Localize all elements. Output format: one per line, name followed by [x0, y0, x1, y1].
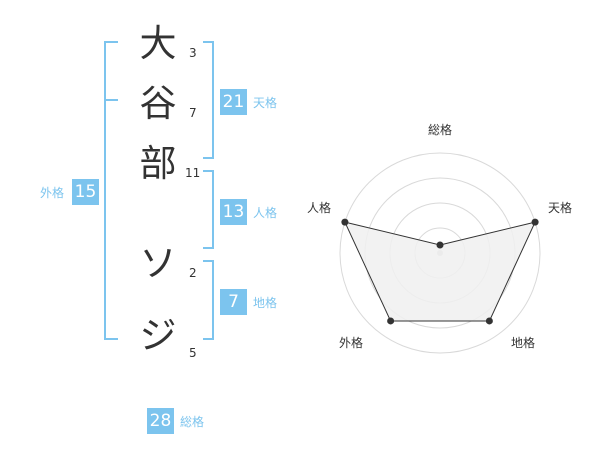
name-char-4: ソ [139, 242, 177, 285]
chikaku-badge: 7 [220, 289, 247, 315]
name-char-2: 谷 [139, 82, 177, 125]
radar-point-4 [387, 317, 395, 325]
tenkaku-badge: 21 [220, 89, 247, 115]
jinkaku-bracket [203, 170, 214, 249]
jinkaku-badge: 13 [220, 199, 247, 225]
name-char-5: ジ [139, 314, 177, 357]
axis-label-soukaku: 総格 [428, 123, 453, 137]
name-char-3: 部 [139, 142, 177, 185]
stroke-count-3: 11 [185, 166, 201, 180]
chikaku-bracket [203, 260, 214, 340]
radar-point-2 [531, 218, 539, 226]
stroke-count-1: 3 [189, 46, 197, 60]
radar-ring-4 [339, 152, 541, 354]
radar-point-5 [341, 218, 349, 226]
radar-point-1 [436, 241, 444, 249]
soukaku-label: 総格 [180, 415, 205, 429]
name-char-1: 大 [139, 22, 177, 65]
axis-label-chikaku: 地格 [511, 336, 536, 350]
axis-label-jinkaku: 人格 [307, 201, 332, 215]
tenkaku-label: 天格 [253, 96, 278, 110]
gaikaku-label: 外格 [40, 186, 65, 200]
gaikaku-badge: 15 [72, 179, 99, 205]
axis-label-gaikaku: 外格 [339, 336, 364, 350]
soukaku-badge: 28 [147, 408, 174, 434]
jinkaku-label: 人格 [253, 206, 278, 220]
tenkaku-bracket [203, 41, 214, 159]
chikaku-label: 地格 [253, 296, 278, 310]
radar-point-3 [485, 317, 493, 325]
radar-series-polygon [344, 221, 536, 322]
axis-label-tenkaku: 天格 [548, 201, 573, 215]
stroke-count-4: 2 [189, 266, 197, 280]
gaikaku-bracket [104, 41, 118, 340]
stroke-count-2: 7 [189, 106, 197, 120]
gaikaku-bracket-tick [104, 99, 118, 101]
stroke-count-5: 5 [189, 346, 197, 360]
